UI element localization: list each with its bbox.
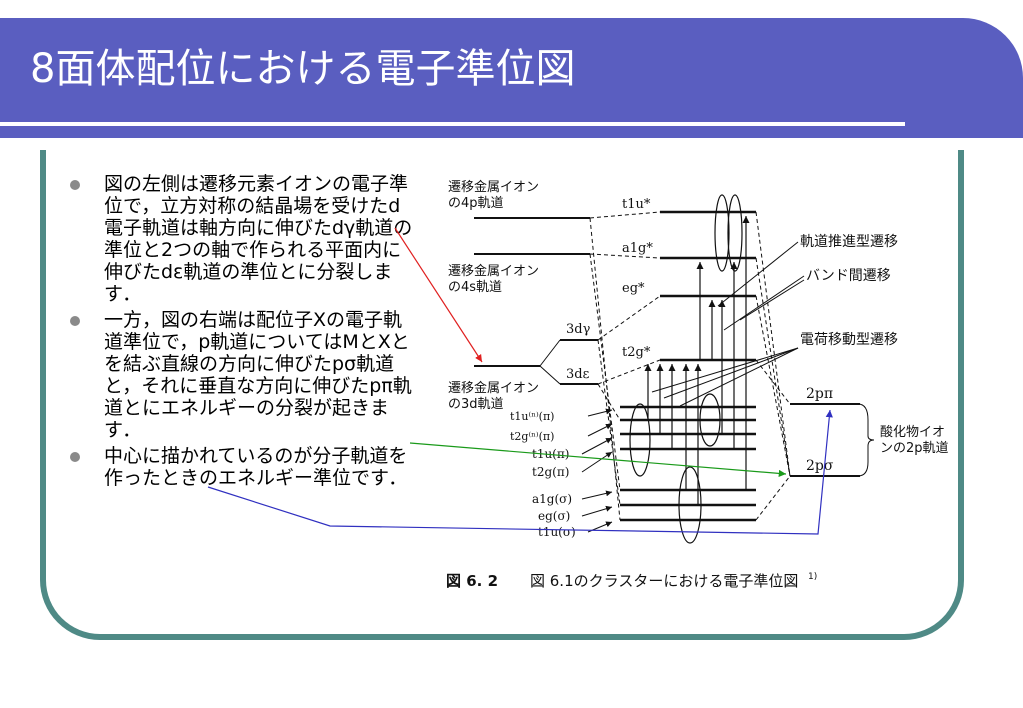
mo-label-a1g-star: a1g* <box>622 241 653 256</box>
bullet-text: 一方，図の右端は配位子Xの電子軌道準位で，p軌道についてはMとXとを結ぶ直線の方… <box>104 309 412 441</box>
ion-4s-label-line2: の4s軌道 <box>448 279 502 295</box>
red-annotation-arrow <box>394 227 483 363</box>
mo-label-a1g-sigma: a1g(σ) <box>532 492 572 506</box>
transition-leader-lines <box>651 241 805 407</box>
ion-3d-label-line1: 遷移金属イオン <box>448 380 539 396</box>
bullet-text: 中心に描かれているのが分子軌道を作ったときのエネルギー準位です． <box>104 445 408 489</box>
bullet-item: 図の左側は遷移元素イオンの電子準位で，立方対称の結晶場を受けたd電子軌道は軸方向… <box>70 173 415 305</box>
orbital-promotion-label: 軌道推進型遷移 <box>800 234 898 250</box>
orbital-ellipses <box>629 194 743 544</box>
title-bar <box>0 18 1023 138</box>
ligand-brace <box>857 403 875 477</box>
ion-3d-label-line2: の3d軌道 <box>448 396 504 412</box>
mo-label-eg-sigma: eg(σ) <box>538 509 570 523</box>
bullet-dot-icon <box>70 452 80 462</box>
mo-level-lines <box>620 210 756 522</box>
p-pi-label: 2pπ <box>806 386 833 402</box>
figure-number: 図 6. 2 <box>446 572 498 590</box>
ion-4s-label-line1: 遷移金属イオン <box>448 263 539 279</box>
p-sigma-label: 2pσ <box>806 458 834 474</box>
green-annotation-arrow <box>409 442 787 477</box>
figure-caption: 図 6.1のクラスターにおける電子準位図 <box>530 572 798 590</box>
mo-label-t2g-star: t2g* <box>622 345 651 360</box>
figure-caption-ref: 1) <box>808 572 817 582</box>
mo-label-t2g-n-pi: t2g⁽ⁿ⁾(π) <box>510 430 554 443</box>
mo-label-t1u-star: t1u* <box>622 197 651 212</box>
bullet-list: 図の左側は遷移元素イオンの電子準位で，立方対称の結晶場を受けたd電子軌道は軸方向… <box>70 173 415 493</box>
bullet-dot-icon <box>70 180 80 190</box>
correlation-dashes <box>589 211 791 521</box>
slide-title: 8面体配位における電子準位図 <box>30 46 576 92</box>
oxide-label-line2: ンの2p軌道 <box>880 440 949 456</box>
d-gamma-label: 3dγ <box>566 322 591 337</box>
ion-4p-label-line2: の4p軌道 <box>448 195 504 211</box>
bullet-dot-icon <box>70 316 80 326</box>
title-underline <box>0 122 905 126</box>
ion-4p-label-line1: 遷移金属イオン <box>448 179 539 195</box>
mo-label-eg-star: eg* <box>622 281 645 296</box>
bullet-item: 中心に描かれているのが分子軌道を作ったときのエネルギー準位です． <box>70 445 415 489</box>
mo-label-t2g-pi: t2g(π) <box>532 465 569 479</box>
charge-transfer-label: 電荷移動型遷移 <box>800 332 898 348</box>
d-epsilon-label: 3dε <box>566 367 590 382</box>
bullet-text: 図の左側は遷移元素イオンの電子準位で，立方対称の結晶場を受けたd電子軌道は軸方向… <box>104 173 413 305</box>
interband-label: バンド間遷移 <box>806 268 891 284</box>
mo-label-pointers <box>581 408 613 533</box>
mo-label-t1u-n-pi: t1u⁽ⁿ⁾(π) <box>510 410 554 423</box>
oxide-label-line1: 酸化物イオ <box>880 425 945 440</box>
bullet-item: 一方，図の右端は配位子Xの電子軌道準位で，p軌道についてはMとXとを結ぶ直線の方… <box>70 309 415 441</box>
content-frame <box>40 150 964 640</box>
mo-label-t1u-sigma: t1u(σ) <box>538 525 576 539</box>
blue-annotation-arrow <box>207 409 833 535</box>
